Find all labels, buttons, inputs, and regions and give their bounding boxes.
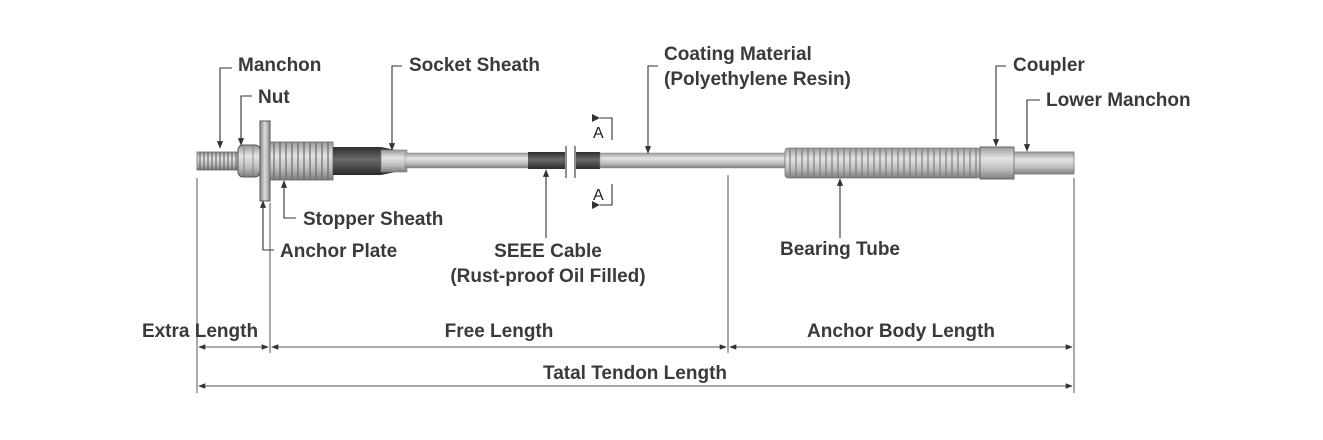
section-marker-top: A xyxy=(592,114,613,142)
nut-body xyxy=(237,144,261,178)
label-stopper-sheath: Stopper Sheath xyxy=(303,209,443,230)
dim-free-length: Free Length xyxy=(445,321,554,342)
socket-sheath-dark xyxy=(333,147,381,175)
dim-anchor-body-length: Anchor Body Length xyxy=(807,321,995,342)
section-marker-bottom: A xyxy=(592,184,613,209)
label-manchon: Manchon xyxy=(238,55,321,76)
stopper-sheath-ridges xyxy=(273,142,329,180)
anchor-tendon xyxy=(196,120,1075,202)
coupler xyxy=(979,146,1015,180)
label-lower-manchon: Lower Manchon xyxy=(1046,90,1191,111)
label-bearing-tube: Bearing Tube xyxy=(780,239,900,260)
dim-total-tendon-length: Tatal Tendon Length xyxy=(543,363,727,384)
seee-cable xyxy=(528,152,565,169)
label-socket-sheath: Socket Sheath xyxy=(409,55,540,76)
lower-manchon xyxy=(1013,151,1075,175)
label-coating-material-detail: (Polyethylene Resin) xyxy=(664,69,851,90)
socket-sheath xyxy=(380,149,408,173)
label-seee-cable: SEEE Cable xyxy=(494,241,602,262)
dim-extra-length: Extra Length xyxy=(142,321,258,342)
seee-cable-right xyxy=(576,152,600,169)
dimension-lines xyxy=(196,175,1075,393)
label-nut: Nut xyxy=(258,87,290,108)
coated-tendon-right xyxy=(599,152,786,169)
anchor-plate xyxy=(259,120,271,202)
section-label-top: A xyxy=(593,125,604,142)
bearing-tube-ridges xyxy=(789,148,977,178)
label-coupler: Coupler xyxy=(1013,55,1085,76)
label-coating-material: Coating Material xyxy=(664,44,812,65)
section-label-bottom: A xyxy=(593,187,604,204)
label-seee-cable-detail: (Rust-proof Oil Filled) xyxy=(450,266,645,287)
coated-tendon-left xyxy=(404,152,530,169)
label-anchor-plate: Anchor Plate xyxy=(280,241,397,262)
